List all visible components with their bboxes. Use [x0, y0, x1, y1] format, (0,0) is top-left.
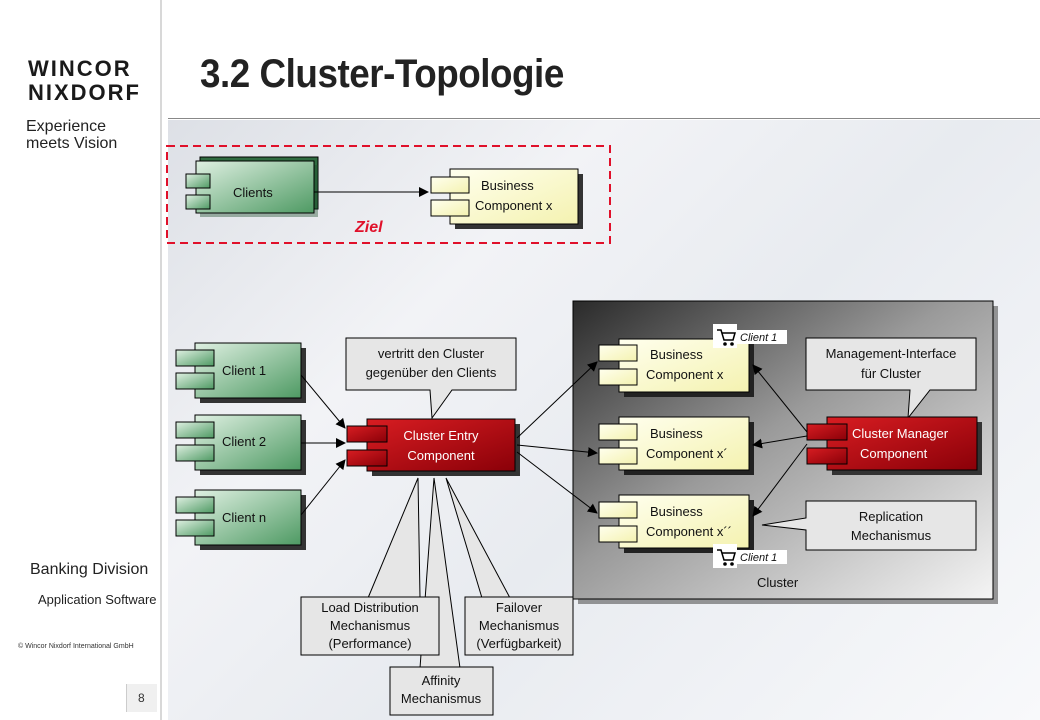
- page-number-box: [126, 684, 157, 712]
- target-label: Ziel: [354, 219, 383, 236]
- sidebar: [0, 0, 160, 720]
- bc-x1-line2: Component x´: [646, 446, 728, 461]
- failover-line3: (Verfügbarkeit): [476, 636, 561, 651]
- entry-to-bc-x2-arrow: [516, 451, 598, 514]
- client-tag-top-label: Client 1: [740, 332, 777, 344]
- target-business-component: Business Component x: [430, 168, 583, 229]
- cluster-business-component-x1: Business Component x´: [598, 416, 754, 475]
- client-n-component: Client n: [175, 489, 306, 550]
- mgmt-line2: für Cluster: [861, 366, 922, 381]
- manager-to-bc-x1-arrow: [752, 435, 808, 449]
- copyright-text: © Wincor Nixdorf International GmbH: [18, 643, 134, 650]
- header-divider: [168, 118, 1040, 119]
- cluster-label: Cluster: [757, 575, 799, 590]
- tagline-line1: Experience: [26, 118, 107, 135]
- page-number: 8: [138, 691, 145, 705]
- cart-icon: [717, 329, 736, 341]
- affinity-line2: Mechanismus: [401, 691, 482, 706]
- bc-x-line2: Component x: [646, 367, 724, 382]
- cluster-business-component-x: Business Component x: [598, 338, 754, 397]
- target-dashed-frame: [166, 145, 611, 244]
- target-business-line2: Component x: [475, 198, 553, 213]
- manager-to-bc-x-arrow: [752, 364, 808, 433]
- entry-to-bc-x-arrow: [516, 361, 598, 439]
- affinity-line1: Affinity: [422, 673, 461, 688]
- failover-line1: Failover: [496, 600, 543, 615]
- load-line2: Mechanismus: [330, 618, 411, 633]
- clients-label: Clients: [233, 185, 273, 200]
- slide-title: 3.2 Cluster-Topologie: [200, 52, 564, 96]
- manager-line2: Component: [860, 446, 928, 461]
- load-distribution-box: Load Distribution Mechanismus (Performan…: [300, 596, 440, 656]
- division-label: Banking Division: [30, 561, 149, 578]
- bc-x2-line1: Business: [650, 504, 703, 519]
- cluster-business-component-x2: Business Component x´´: [598, 494, 754, 553]
- manager-to-bc-x2-arrow: [752, 443, 808, 517]
- bc-x2-line2: Component x´´: [646, 524, 732, 539]
- client-1-component: Client 1: [175, 342, 306, 403]
- client-tag-bottom-label: Client 1: [740, 552, 777, 564]
- failover-box: Failover Mechanismus (Verfügbarkeit): [464, 596, 574, 656]
- mgmt-line1: Management-Interface: [826, 346, 957, 361]
- client-n-label: Client n: [222, 510, 266, 525]
- cluster-manager-component: Cluster Manager Component: [806, 416, 982, 475]
- replication-callout: Replication Mechanismus: [761, 500, 977, 551]
- bc-x-line1: Business: [650, 347, 703, 362]
- client-1-arrow: [300, 374, 346, 429]
- client-1-label: Client 1: [222, 363, 266, 378]
- client-2-label: Client 2: [222, 434, 266, 449]
- failover-line2: Mechanismus: [479, 618, 560, 633]
- entry-callout-line1: vertritt den Cluster: [378, 346, 485, 361]
- cluster-entry-line1: Cluster Entry: [403, 428, 479, 443]
- sidebar-divider: [160, 0, 162, 720]
- management-callout: Management-Interface für Cluster: [805, 337, 977, 420]
- affinity-box: Affinity Mechanismus: [389, 666, 494, 716]
- client-tag-bottom: Client 1: [713, 544, 787, 568]
- cart-icon: [717, 549, 736, 561]
- subdivision-label: Application Software: [38, 592, 157, 607]
- clients-component-stack: Clients: [185, 156, 319, 217]
- target-business-line1: Business: [481, 178, 534, 193]
- replication-line1: Replication: [859, 509, 923, 524]
- entry-to-bc-x1-arrow: [516, 444, 598, 458]
- cluster-entry-component: Cluster Entry Component: [346, 418, 520, 476]
- load-line1: Load Distribution: [321, 600, 419, 615]
- cluster-entry-line2: Component: [407, 448, 475, 463]
- client-n-arrow: [300, 459, 346, 516]
- client-2-component: Client 2: [175, 414, 306, 475]
- client-tag-top: Client 1: [713, 324, 787, 348]
- brand-logo-line2: NIXDORF: [28, 80, 141, 105]
- bc-x1-line1: Business: [650, 426, 703, 441]
- tagline-line2: meets Vision: [26, 135, 118, 152]
- load-line3: (Performance): [328, 636, 411, 651]
- entry-callout: vertritt den Cluster gegenüber den Clien…: [345, 337, 517, 420]
- replication-line2: Mechanismus: [851, 528, 932, 543]
- brand-logo-line1: WINCOR: [28, 56, 132, 81]
- manager-line1: Cluster Manager: [852, 426, 949, 441]
- entry-callout-line2: gegenüber den Clients: [366, 365, 497, 380]
